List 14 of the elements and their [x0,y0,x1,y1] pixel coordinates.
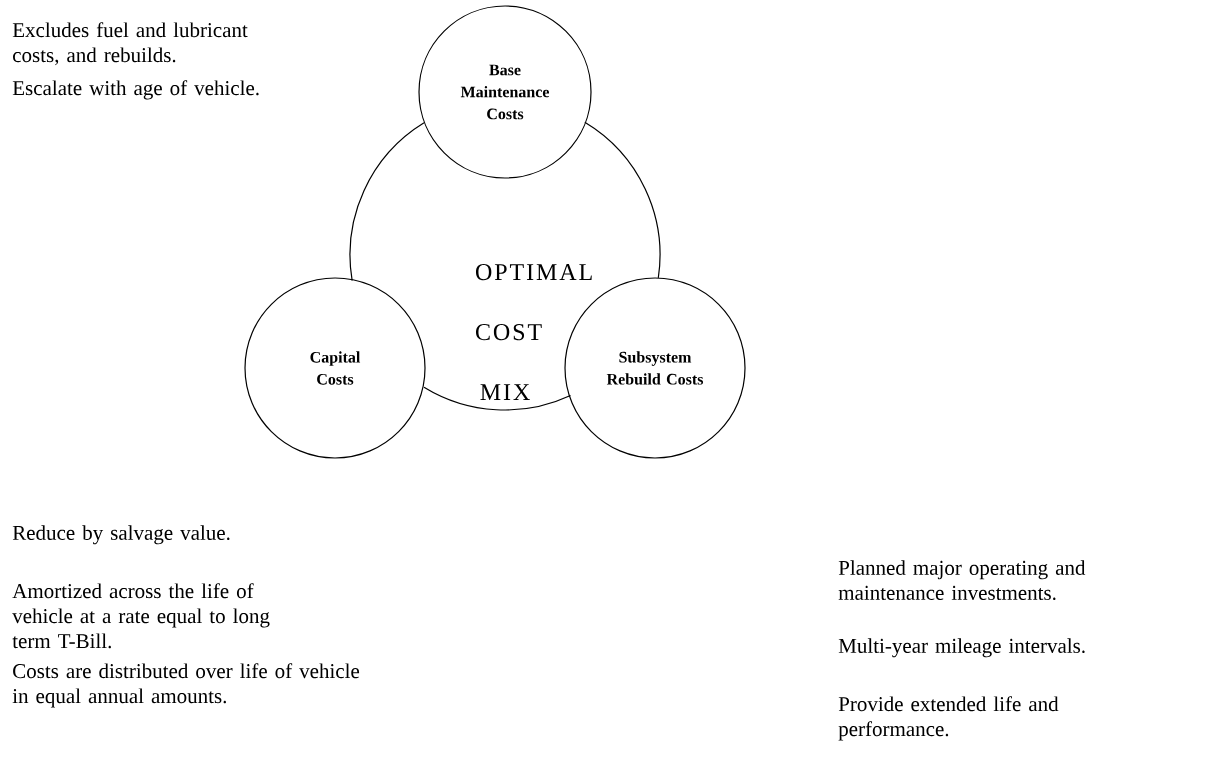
note-text: Planned major operating and maintenance investments. [838,560,1086,601]
cost-circle [418,5,592,179]
circle-label: Subsystem Rebuild Costs [606,351,704,385]
note-text: Provide extended life and performance. [838,696,1059,741]
center-label: OPTIMAL COST MIX [476,264,592,400]
circle-label: Base Maintenance Costs [460,64,550,120]
note-text: Excludes fuel and lubricant costs, and rebuilds. [12,22,248,66]
note-text: Reduce by salvage value. [12,525,230,545]
circle-label: Capital Costs [310,351,361,385]
cost-circle [244,277,426,459]
note-text: Escalate with age of vehicle. [12,80,259,100]
note-text: Amortized across the life of vehicle at a rate equal to long term T-Bill. [12,583,270,649]
note-text: Multi-year mileage intervals. [838,638,1085,658]
note-text: Costs are distributed over life of vehicle in equal annual amounts. [12,663,360,708]
